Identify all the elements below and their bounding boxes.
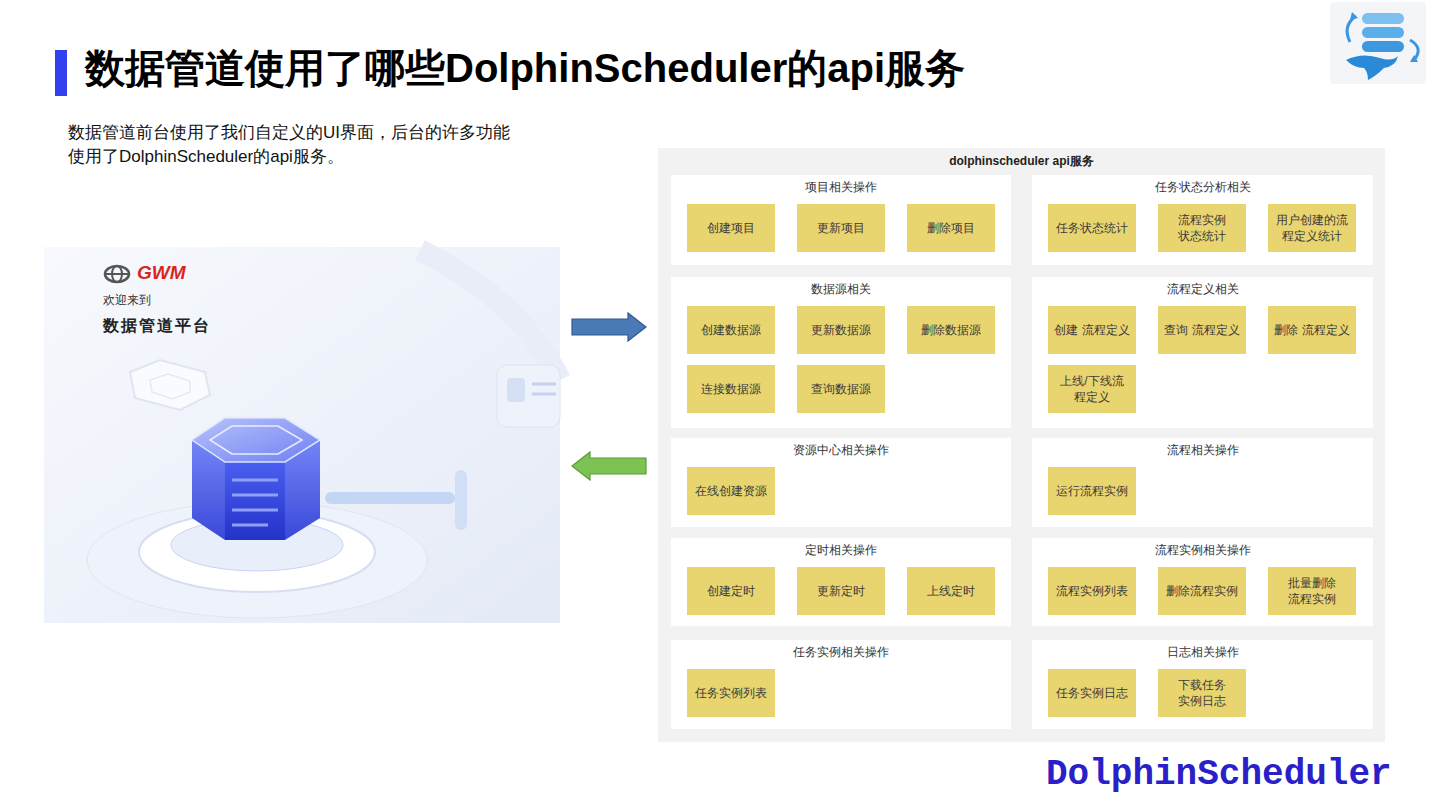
block-arrow (572, 452, 646, 480)
api-operation-box: 连接数据源 (687, 365, 775, 413)
api-operation-box: 创建数据源 (687, 306, 775, 354)
group-heading: 日志相关操作 (1032, 644, 1373, 660)
api-category-group: 任务实例相关操作任务实例列表 (671, 640, 1011, 729)
api-category-group: 项目相关操作创建项目 更新项目 删除项目 (671, 175, 1011, 265)
group-heading: 流程定义相关 (1032, 281, 1373, 297)
api-operation-box: 创建项目 (687, 204, 775, 252)
api-operation-box: 任务状态统计 (1048, 204, 1136, 252)
operation-label: 更新定时 (817, 583, 865, 599)
platform-name: 数据管道平台 (103, 316, 211, 336)
api-operation-box: 流程实例列表 (1048, 567, 1136, 615)
group-heading: 资源中心相关操作 (671, 442, 1011, 458)
group-heading: 任务状态分析相关 (1032, 179, 1373, 195)
operation-label: 上线定时 (927, 583, 975, 599)
api-category-group: 流程相关操作运行流程实例 (1032, 438, 1373, 527)
operation-label: 连接数据源 (701, 381, 761, 397)
api-operation-box: 运行流程实例 (1048, 467, 1136, 515)
operation-label: 创建 流程定义 (1054, 322, 1129, 338)
operation-label: 查询数据源 (811, 381, 871, 397)
api-operation-box: 删除流程实例 (1158, 567, 1246, 615)
api-category-group: 日志相关操作任务实例日志 下载任务 实例日志 (1032, 640, 1373, 729)
operation-label: 批量删除 流程实例 (1274, 575, 1350, 607)
operation-label: 删除项目 (927, 220, 975, 236)
operation-label: 任务实例列表 (695, 685, 767, 701)
operation-label: 任务实例日志 (1056, 685, 1128, 701)
api-operation-box: 查询数据源 (797, 365, 885, 413)
operation-label: 用户创建的流 程定义统计 (1274, 212, 1350, 244)
api-operation-box: 更新定时 (797, 567, 885, 615)
api-operation-box: 创建定时 (687, 567, 775, 615)
api-operation-box: 在线创建资源 (687, 467, 775, 515)
api-operation-box: 查询 流程定义 (1158, 306, 1246, 354)
api-category-group: 流程定义相关创建 流程定义 查询 流程定义 删除 流程定义上线/下线流 程定义 (1032, 277, 1373, 428)
operation-label: 创建定时 (707, 583, 755, 599)
operation-label: 任务状态统计 (1056, 220, 1128, 236)
api-operation-box: 下载任务 实例日志 (1158, 669, 1246, 717)
api-operation-box: 删除数据源 (907, 306, 995, 354)
api-operation-box: 创建 流程定义 (1048, 306, 1136, 354)
operation-label: 流程实例 状态统计 (1164, 212, 1240, 244)
api-service-panel: dolphinscheduler api服务项目相关操作创建项目 更新项目 删除项目… (658, 148, 1385, 742)
platform-illustration (44, 247, 560, 623)
slide-title: 数据管道使用了哪些DolphinScheduler的api服务 (85, 41, 965, 95)
operation-label: 在线创建资源 (695, 483, 767, 499)
operation-label: 创建项目 (707, 220, 755, 236)
api-operation-box: 上线定时 (907, 567, 995, 615)
api-operation-box: 删除项目 (907, 204, 995, 252)
group-heading: 项目相关操作 (671, 179, 1011, 195)
group-heading: 数据源相关 (671, 281, 1011, 297)
api-operation-box: 更新项目 (797, 204, 885, 252)
group-heading: 流程相关操作 (1032, 442, 1373, 458)
operation-label: 运行流程实例 (1056, 483, 1128, 499)
api-category-group: 任务状态分析相关任务状态统计 流程实例 状态统计 用户创建的流 程定义统计 (1032, 175, 1373, 265)
operation-label: 更新项目 (817, 220, 865, 236)
operation-label: 创建数据源 (701, 322, 761, 338)
dolphinscheduler-logo-icon (1330, 2, 1426, 84)
group-heading: 定时相关操作 (671, 542, 1011, 558)
operation-label: 查询 流程定义 (1164, 322, 1239, 338)
operation-label: 删除流程实例 (1166, 583, 1238, 599)
operation-label: 删除 流程定义 (1274, 322, 1349, 338)
brand-logo-text: GWM (137, 262, 186, 284)
platform-illustration-box: GWM 欢迎来到数据管道平台 (44, 247, 560, 623)
welcome-text: 欢迎来到 (103, 292, 151, 308)
operation-label: 删除数据源 (921, 322, 981, 338)
api-operation-box: 流程实例 状态统计 (1158, 204, 1246, 252)
intro-text: 数据管道前台使用了我们自定义的UI界面，后台的许多功能 使用了DolphinSc… (68, 121, 568, 169)
group-heading: 任务实例相关操作 (671, 644, 1011, 660)
operation-label: 下载任务 实例日志 (1164, 677, 1240, 709)
api-operation-box: 上线/下线流 程定义 (1048, 365, 1136, 413)
operation-label: 上线/下线流 程定义 (1054, 373, 1130, 405)
brand-wordmark: DolphinScheduler (1046, 753, 1392, 797)
panel-heading: dolphinscheduler api服务 (658, 153, 1385, 169)
api-operation-box: 任务实例日志 (1048, 669, 1136, 717)
api-operation-box: 用户创建的流 程定义统计 (1268, 204, 1356, 252)
api-category-group: 流程实例相关操作流程实例列表 删除流程实例 批量删除 流程实例 (1032, 538, 1373, 626)
api-category-group: 定时相关操作创建定时 更新定时 上线定时 (671, 538, 1011, 626)
api-category-group: 资源中心相关操作在线创建资源 (671, 438, 1011, 527)
api-operation-box: 更新数据源 (797, 306, 885, 354)
operation-label: 流程实例列表 (1056, 583, 1128, 599)
api-operation-box: 删除 流程定义 (1268, 306, 1356, 354)
group-heading: 流程实例相关操作 (1032, 542, 1373, 558)
api-operation-box: 任务实例列表 (687, 669, 775, 717)
operation-label: 更新数据源 (811, 322, 871, 338)
title-accent-bar (55, 50, 67, 96)
api-category-group: 数据源相关创建数据源 更新数据源 删除数据源连接数据源 查询数据源 (671, 277, 1011, 428)
block-arrow (572, 313, 646, 341)
api-operation-box: 批量删除 流程实例 (1268, 567, 1356, 615)
